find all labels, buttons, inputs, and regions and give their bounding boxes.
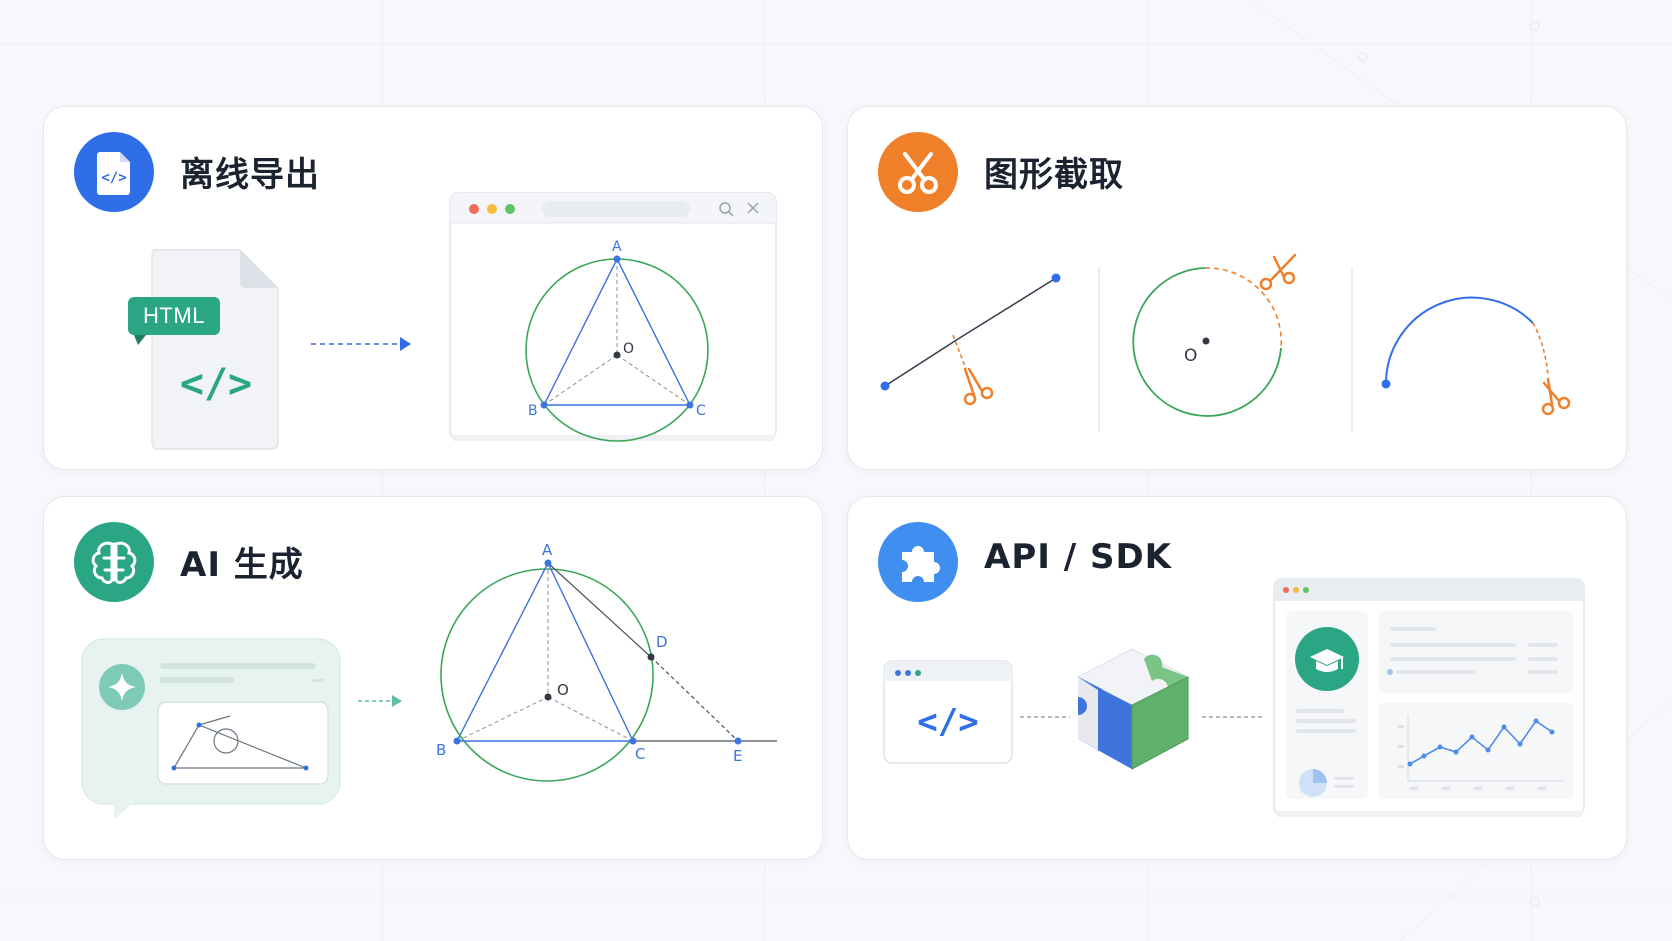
- ai-chat-bubble: [81, 638, 341, 819]
- card-title: AI 生成: [180, 545, 304, 585]
- scissors-icon: [1259, 253, 1297, 291]
- point-label-c: C: [696, 403, 706, 419]
- clipped-circle: O: [1132, 253, 1297, 417]
- puzzle-icon: [878, 522, 958, 602]
- point-label-o: O: [623, 341, 634, 357]
- center-label: O: [1184, 346, 1197, 366]
- search-icon: [719, 202, 731, 214]
- code-glyph: </>: [917, 702, 978, 742]
- point-label-b: B: [528, 403, 538, 419]
- code-window: </>: [883, 660, 1013, 764]
- point-label-b: B: [436, 741, 446, 759]
- card-ai-generate[interactable]: AI 生成: [43, 496, 823, 860]
- card-title: API / SDK: [984, 537, 1173, 577]
- point-label-a: A: [612, 239, 622, 255]
- card-title: 离线导出: [180, 155, 320, 195]
- api-illustration: </>: [883, 578, 1585, 817]
- card-shape-clip[interactable]: 图形截取 O: [847, 106, 1627, 470]
- clipped-arc: [1381, 296, 1571, 416]
- point-label-a: A: [542, 541, 553, 559]
- export-illustration: </>: [134, 192, 777, 450]
- graduation-cap-icon: [1310, 649, 1344, 665]
- card-offline-export[interactable]: </> 离线导出 </>: [43, 106, 823, 470]
- code-glyph: </>: [180, 361, 252, 407]
- point-label-e: E: [733, 747, 742, 765]
- html-document: </>: [134, 249, 279, 450]
- svg-text:</>: </>: [101, 170, 126, 186]
- point-label-o: O: [557, 681, 569, 699]
- brain-icon: [74, 522, 154, 602]
- clip-illustration: O: [880, 253, 1571, 432]
- card-title: 图形截取: [984, 155, 1124, 195]
- clipped-segment: [880, 273, 1061, 406]
- sparkle-icon: [108, 673, 136, 701]
- scissors-icon: [1541, 377, 1571, 416]
- dashed-arrow: [311, 337, 411, 351]
- code-file-icon: </>: [74, 132, 154, 212]
- close-icon: [747, 202, 759, 214]
- ai-illustration: A B C D E O: [81, 541, 777, 819]
- point-label-d: D: [656, 633, 668, 651]
- card-api-sdk[interactable]: API / SDK </>: [847, 496, 1627, 860]
- scissors-icon: [878, 132, 958, 212]
- browser-window: [449, 192, 777, 441]
- inscribed-triangle-figure: A B C O: [525, 239, 709, 442]
- scissors-icon: [963, 367, 994, 406]
- dashboard-window: [1273, 578, 1585, 817]
- dashed-arrow: [358, 695, 402, 707]
- puzzle-cube: [1076, 648, 1190, 770]
- point-label-c: C: [635, 745, 645, 763]
- html-badge: HTML: [128, 297, 220, 335]
- circle-tangent-figure: A B C D E O: [436, 541, 777, 782]
